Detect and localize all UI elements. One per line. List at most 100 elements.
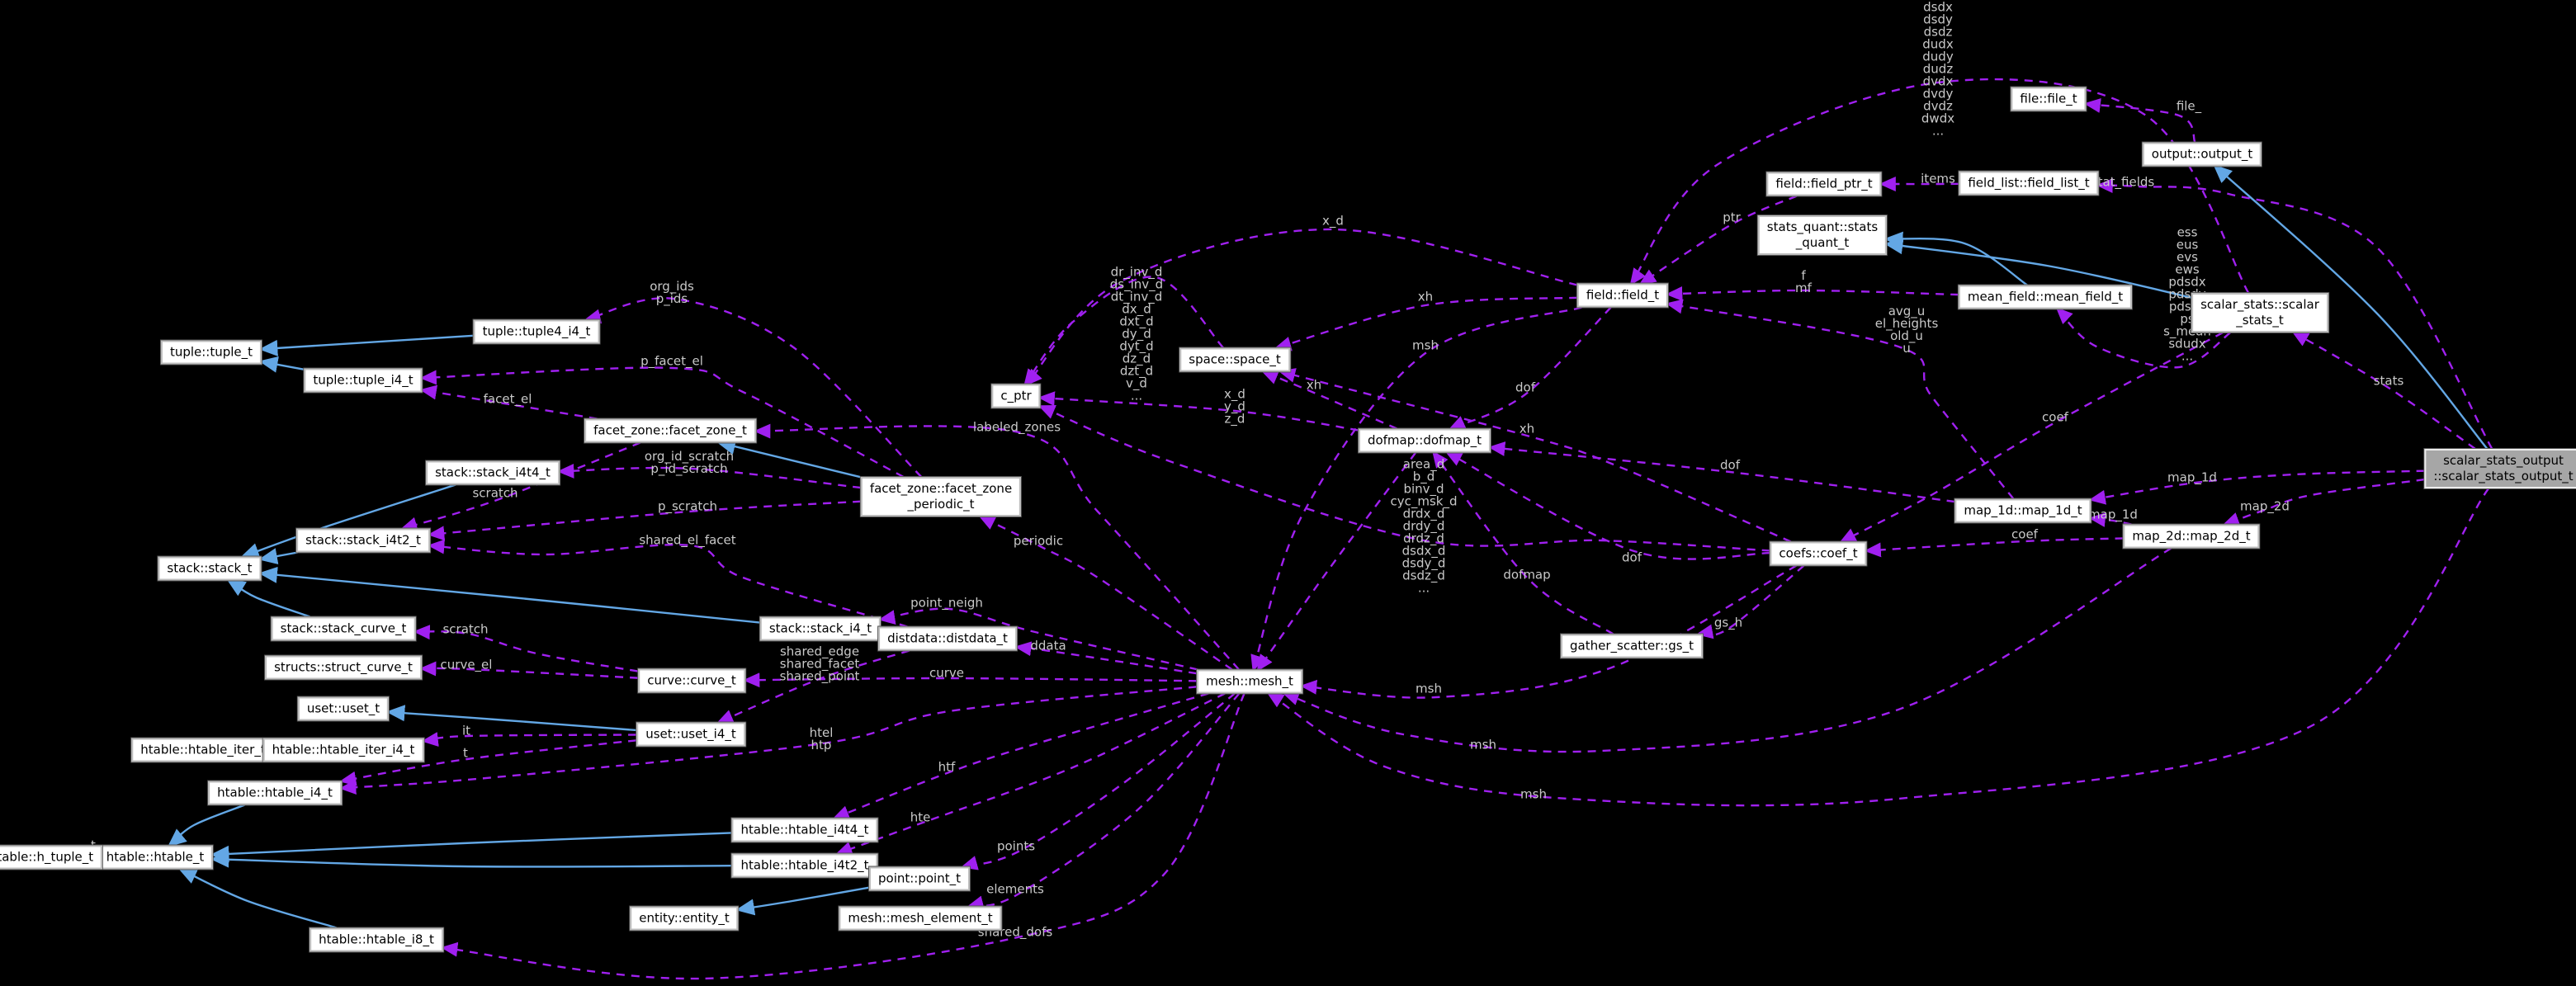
node-scalar-stats[interactable]: scalar_stats::scalar _stats_t bbox=[2191, 293, 2328, 333]
usage-edge bbox=[1037, 391, 1359, 432]
usage-edge bbox=[1695, 564, 1805, 639]
inheritance-edge bbox=[2213, 164, 2489, 450]
usage-edge bbox=[1278, 368, 1792, 543]
usage-edge bbox=[2088, 512, 2132, 527]
node-field-ptr[interactable]: field::field_ptr_t bbox=[1766, 172, 1882, 196]
inheritance-edge bbox=[210, 851, 732, 868]
node-gs[interactable]: gather_scatter::gs_t bbox=[1561, 634, 1703, 658]
inheritance-edge bbox=[167, 804, 246, 847]
node-point[interactable]: point::point_t bbox=[869, 866, 970, 891]
usage-edge bbox=[413, 625, 639, 672]
node-coef[interactable]: coefs::coef_t bbox=[1770, 541, 1867, 566]
usage-edge bbox=[1250, 306, 1582, 672]
usage-edge bbox=[753, 423, 1240, 671]
node-mean-field[interactable]: mean_field::mean_field_t bbox=[1958, 285, 2133, 309]
node-mesh-element[interactable]: mesh::mesh_element_t bbox=[839, 906, 1002, 931]
usage-edge bbox=[1864, 537, 2124, 558]
node-c-ptr[interactable]: c_ptr bbox=[991, 384, 1041, 408]
node-output[interactable]: output::output_t bbox=[2142, 142, 2262, 167]
inheritance-edge bbox=[177, 868, 338, 929]
node-uset-i4[interactable]: uset::uset_i4_t bbox=[636, 722, 745, 747]
node-dofmap[interactable]: dofmap::dofmap_t bbox=[1358, 428, 1491, 453]
node-facet-zone-periodic[interactable]: facet_zone::facet_zone _periodic_t bbox=[860, 477, 1022, 517]
usage-edge bbox=[1299, 564, 1798, 699]
usage-edge bbox=[1037, 404, 1770, 552]
usage-edge bbox=[835, 692, 1226, 856]
inheritance-edge bbox=[226, 578, 310, 618]
node-map-2d[interactable]: map_2d::map_2d_t bbox=[2123, 524, 2260, 549]
usage-edge bbox=[2055, 307, 2232, 369]
node-struct-curve[interactable]: structs::struct_curve_t bbox=[265, 655, 422, 680]
node-htable-iter-i4[interactable]: htable::htable_iter_i4_t bbox=[262, 738, 424, 762]
node-field-list[interactable]: field_list::field_list_t bbox=[1959, 171, 2099, 196]
inheritance-edge bbox=[385, 705, 637, 732]
node-file[interactable]: file::file_t bbox=[2011, 87, 2087, 111]
node-facet-zone[interactable]: facet_zone::facet_zone_t bbox=[584, 418, 756, 443]
inheritance-edge bbox=[258, 334, 474, 356]
usage-edge bbox=[716, 649, 910, 724]
node-stack-i4t2[interactable]: stack::stack_i4t2_t bbox=[296, 528, 430, 553]
usage-edge bbox=[2088, 469, 2425, 505]
usage-edge bbox=[419, 384, 598, 420]
node-space[interactable]: space::space_t bbox=[1179, 347, 1290, 372]
inheritance-edge bbox=[210, 832, 732, 862]
usage-edge bbox=[1487, 441, 1955, 503]
node-stack-i4t4[interactable]: stack::stack_i4t4_t bbox=[426, 460, 560, 485]
usage-edge bbox=[1274, 296, 1578, 351]
usage-edge bbox=[2083, 98, 2196, 144]
usage-edge bbox=[2222, 478, 2425, 527]
usage-edge bbox=[421, 732, 637, 747]
node-sso[interactable]: scalar_stats_output ::scalar_stats_outpu… bbox=[2424, 449, 2576, 488]
usage-edge bbox=[1432, 451, 1614, 635]
usage-edge bbox=[1665, 286, 1959, 301]
node-tuple4-i4[interactable]: tuple::tuple4_i4_t bbox=[473, 319, 600, 344]
usage-edge bbox=[400, 441, 641, 532]
node-field[interactable]: field::field_t bbox=[1576, 283, 1669, 308]
node-htable-i4t4[interactable]: htable::htable_i4t4_t bbox=[731, 818, 878, 842]
usage-edge bbox=[1014, 641, 1198, 675]
edge-paths bbox=[87, 78, 2493, 980]
node-distdata[interactable]: distdata::distdata_t bbox=[878, 626, 1017, 651]
usage-edge bbox=[1023, 276, 1224, 386]
node-mesh[interactable]: mesh::mesh_t bbox=[1197, 669, 1302, 694]
usage-edge bbox=[1638, 195, 1798, 285]
usage-edge bbox=[418, 661, 639, 679]
node-stats-quant[interactable]: stats_quant::stats _quant_t bbox=[1757, 215, 1888, 255]
node-stack-i4[interactable]: stack::stack_i4_t bbox=[759, 616, 882, 641]
node-tuple-i4[interactable]: tuple::tuple_i4_t bbox=[304, 368, 423, 393]
usage-edge bbox=[1282, 547, 2172, 753]
usage-edge bbox=[960, 692, 1236, 870]
usage-edge bbox=[338, 686, 1198, 795]
usage-edge bbox=[1665, 299, 2015, 500]
usage-edge bbox=[427, 539, 908, 628]
inheritance-edge bbox=[258, 356, 305, 373]
node-h-tuple[interactable]: htable::h_tuple_t bbox=[0, 845, 103, 870]
node-htable-iter-t[interactable]: htable::htable_iter_t bbox=[131, 738, 275, 762]
inheritance-edge bbox=[258, 548, 298, 564]
node-curve[interactable]: curve::curve_t bbox=[638, 668, 745, 693]
node-stack-curve[interactable]: stack::stack_curve_t bbox=[271, 616, 416, 641]
usage-edge bbox=[427, 500, 862, 541]
node-uset-t[interactable]: uset::uset_t bbox=[297, 696, 390, 721]
usage-edge bbox=[1025, 228, 1578, 386]
node-htable-i8[interactable]: htable::htable_i8_t bbox=[310, 927, 443, 952]
inheritance-edge bbox=[735, 886, 870, 916]
inheritance-edge bbox=[258, 566, 761, 624]
node-tuple-t[interactable]: tuple::tuple_t bbox=[160, 340, 262, 365]
usage-edge bbox=[877, 607, 1198, 671]
node-stack-t[interactable]: stack::stack_t bbox=[158, 556, 262, 581]
node-htable-i4[interactable]: htable::htable_i4_t bbox=[208, 781, 342, 805]
node-htable-i4t2[interactable]: htable::htable_i4t2_t bbox=[731, 853, 878, 878]
usage-edge bbox=[1629, 78, 2250, 294]
node-entity[interactable]: entity::entity_t bbox=[630, 906, 739, 931]
usage-edge bbox=[2291, 331, 2476, 450]
usage-edge bbox=[440, 693, 1245, 980]
node-map-1d[interactable]: map_1d::map_1d_t bbox=[1954, 498, 2092, 523]
node-htable-t[interactable]: htable::htable_t bbox=[97, 845, 214, 870]
usage-edge bbox=[832, 692, 1209, 820]
inheritance-edge bbox=[1884, 238, 2192, 299]
usage-edge bbox=[1256, 451, 1417, 672]
usage-edge bbox=[338, 739, 637, 786]
